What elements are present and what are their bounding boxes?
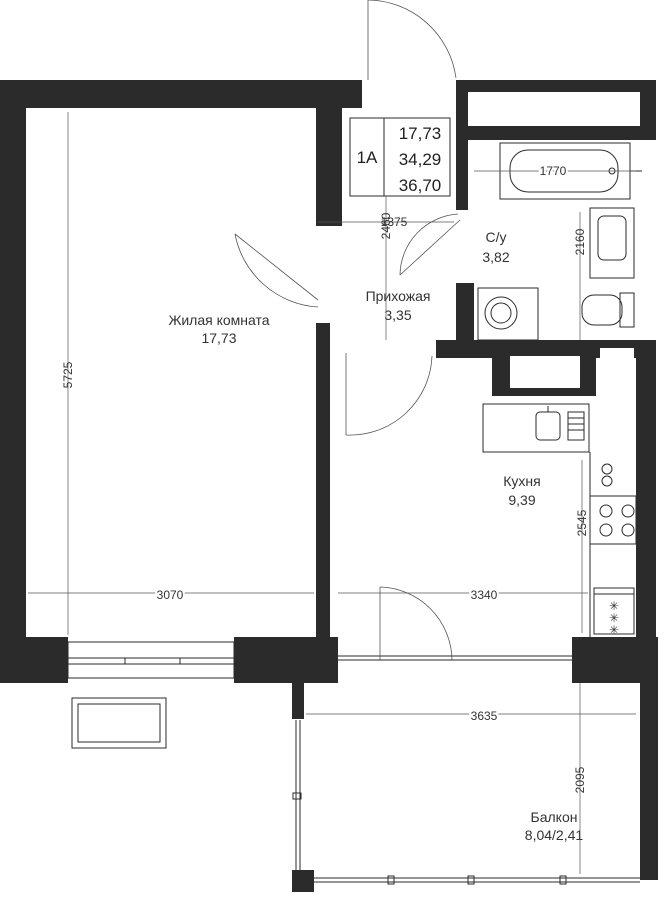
area-living: 17,73: [399, 124, 442, 143]
svg-text:✳: ✳: [609, 611, 619, 625]
room-labels: Жилая комната 17,73 Прихожая 3,35 С/у 3,…: [168, 229, 583, 843]
svg-text:✳: ✳: [609, 599, 619, 613]
room-name-balcony: Балкон: [531, 809, 578, 825]
dim-hall-width: 1375: [381, 215, 408, 229]
dim-kitchen-width: 3340: [471, 588, 498, 602]
dim-kitchen-height: 2545: [575, 509, 589, 536]
dim-bath-height: 2160: [573, 228, 587, 255]
dim-bathtub-length: 1770: [540, 164, 567, 178]
room-area-balcony: 8,04/2,41: [525, 827, 584, 843]
dim-balcony-depth: 2095: [573, 766, 587, 793]
room-area-hall: 3,35: [384, 307, 411, 323]
doors: [234, 0, 461, 661]
room-name-hall: Прихожая: [366, 288, 431, 304]
unit-code: 1A: [357, 148, 378, 167]
area-summary-box: 1A 17,73 34,29 36,70: [349, 117, 451, 197]
dimension-lines: [28, 112, 636, 874]
area-total: 34,29: [399, 150, 442, 169]
room-name-living: Жилая комната: [168, 312, 269, 328]
windows: [67, 117, 640, 885]
dim-living-height: 5725: [61, 361, 75, 388]
dim-hall-height: 2460: [379, 212, 393, 239]
room-name-kitchen: Кухня: [503, 473, 540, 489]
room-name-bath: С/у: [486, 229, 507, 245]
room-area-living: 17,73: [201, 330, 236, 346]
dimension-labels: 5725 3070 3340 2545 2160 1770 2460 1375 …: [61, 162, 589, 793]
dim-balcony-width: 3635: [471, 709, 498, 723]
dim-living-width: 3070: [157, 588, 184, 602]
svg-text:✳: ✳: [609, 623, 619, 637]
area-total-balcony: 36,70: [399, 176, 442, 195]
room-area-kitchen: 9,39: [508, 492, 535, 508]
fixtures: ✳ ✳ ✳: [477, 142, 642, 637]
room-area-bath: 3,82: [482, 249, 509, 265]
walls: [0, 80, 658, 892]
